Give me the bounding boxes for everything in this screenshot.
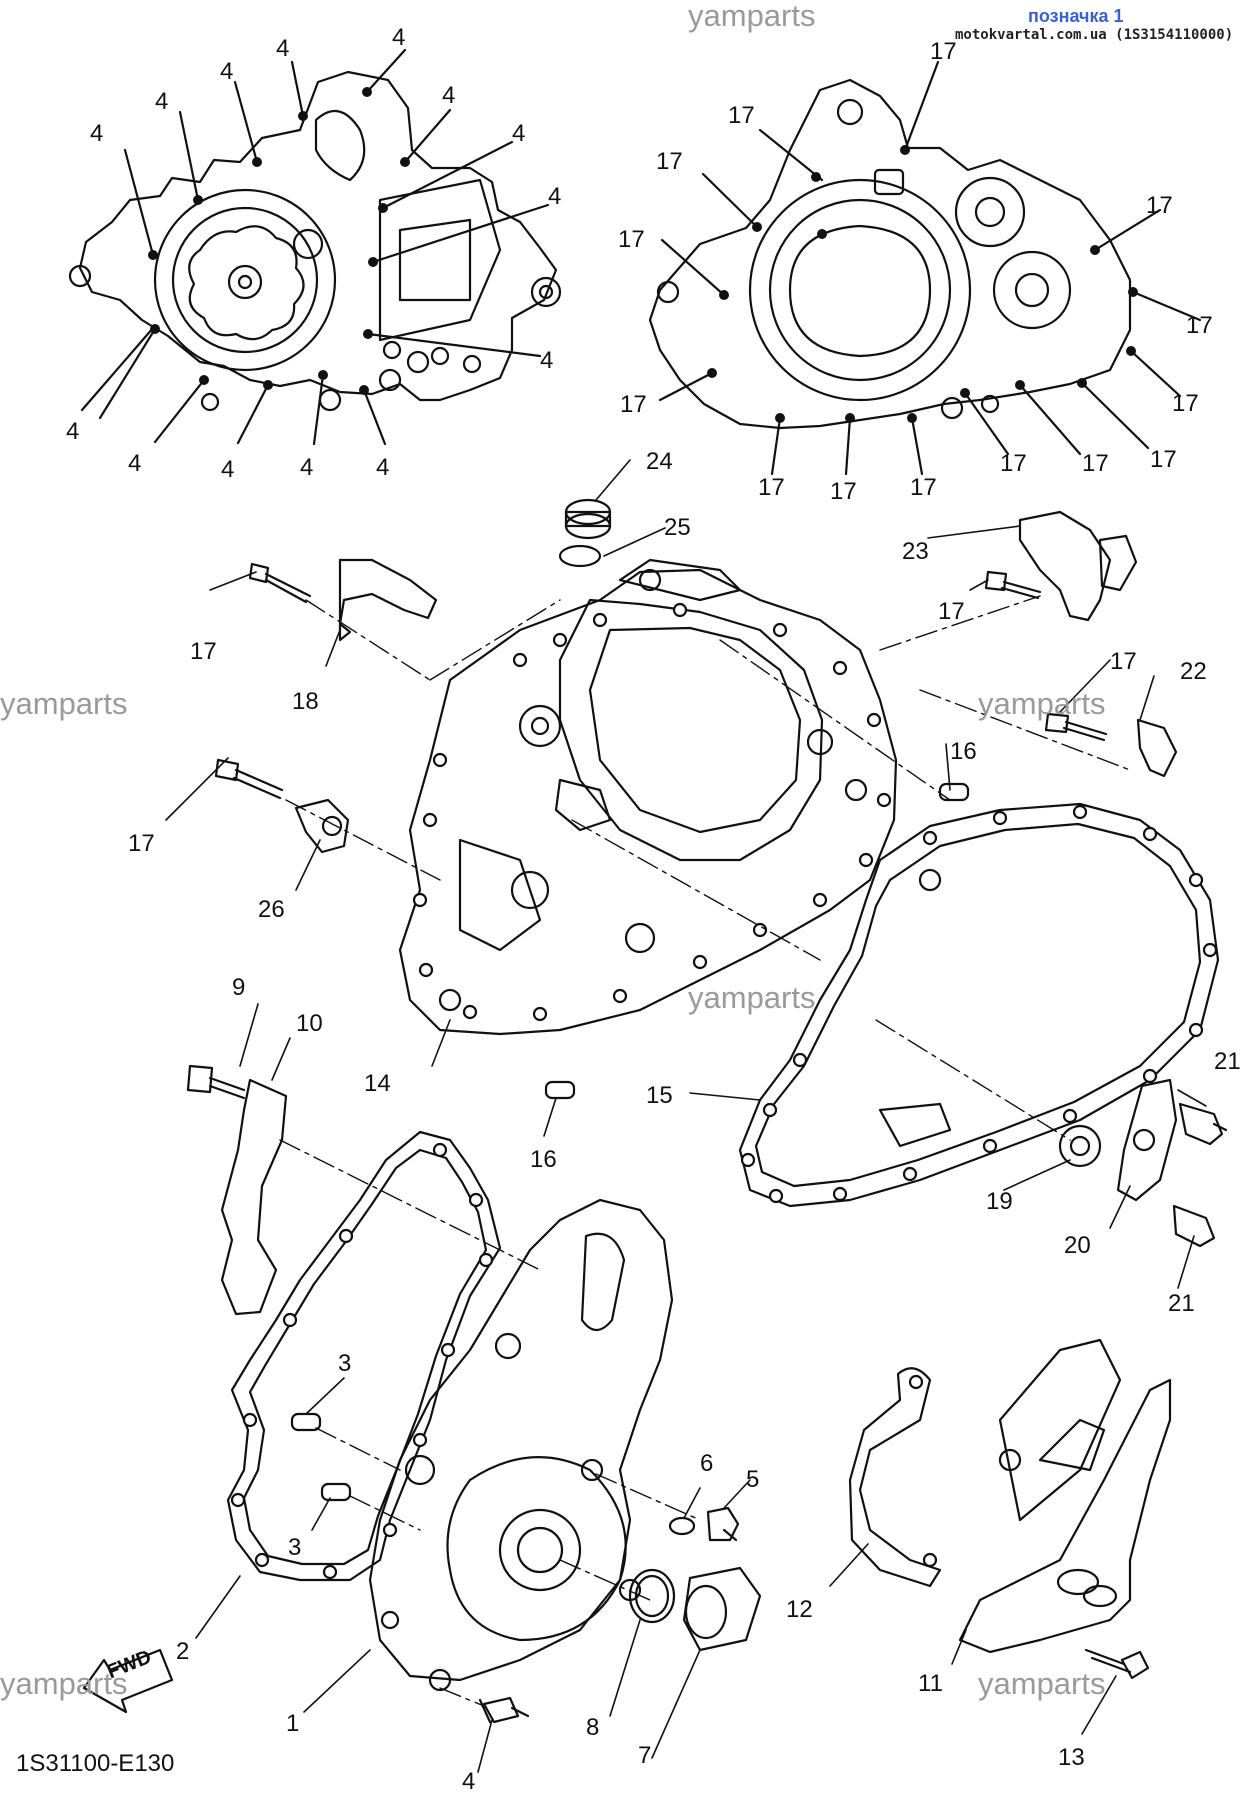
- callout-23: 23: [902, 538, 929, 565]
- header-title: позначка 1: [1028, 6, 1124, 26]
- callout-17: 17: [128, 830, 155, 857]
- clutch-cover-1: [368, 1198, 674, 1692]
- callout-17: 17: [830, 478, 857, 505]
- detail-view-right: [648, 60, 1202, 476]
- callout-16: 16: [950, 738, 977, 765]
- callout-22: 22: [1180, 658, 1207, 685]
- callout-17: 17: [1172, 390, 1199, 417]
- callout-13: 13: [1058, 1744, 1085, 1771]
- callout-11: 11: [918, 1670, 943, 1697]
- callout-7: 7: [638, 1742, 652, 1769]
- gasket-15: [738, 802, 1220, 1208]
- callout-3: 3: [288, 1534, 302, 1561]
- projection-lines: [279, 595, 1131, 1707]
- callout-25: 25: [664, 514, 691, 541]
- callout-4: 4: [300, 454, 314, 481]
- callout-17: 17: [938, 598, 965, 625]
- watermark: yamparts: [688, 980, 816, 1015]
- callout-4: 4: [376, 454, 390, 481]
- callout-17: 17: [1186, 312, 1213, 339]
- callout-4: 4: [548, 183, 562, 210]
- gasket-12: [848, 1367, 942, 1588]
- callout-18: 18: [292, 688, 319, 715]
- callout-6: 6: [700, 1450, 714, 1477]
- gasket-2: [226, 1130, 502, 1582]
- crankcase-cover-14: [398, 558, 898, 1036]
- callout-21: 21: [1214, 1048, 1241, 1075]
- plugs-and-bolt: [478, 1506, 762, 1724]
- callout-17: 17: [1110, 648, 1137, 675]
- callout-15: 15: [646, 1082, 673, 1109]
- callout-1: 1: [286, 1710, 300, 1737]
- callout-17: 17: [620, 391, 647, 418]
- callout-17: 17: [1000, 450, 1027, 477]
- watermark: yamparts: [0, 1666, 128, 1701]
- leader-lines: [165, 459, 1207, 1773]
- callout-17: 17: [910, 474, 937, 501]
- callout-26: 26: [258, 896, 285, 923]
- callout-4: 4: [90, 120, 104, 147]
- callout-5: 5: [746, 1466, 760, 1493]
- bolt-13: [1084, 1648, 1150, 1680]
- callout-4: 4: [220, 58, 234, 85]
- diagram-code: 1S31100-E130: [16, 1750, 175, 1777]
- callout-4: 4: [392, 24, 406, 51]
- callout-17: 17: [618, 226, 645, 253]
- callout-8: 8: [586, 1714, 600, 1741]
- callout-17: 17: [1082, 450, 1109, 477]
- callout-4: 4: [442, 82, 456, 109]
- callout-17: 17: [190, 638, 217, 665]
- callout-4: 4: [155, 88, 169, 115]
- callout-21: 21: [1168, 1290, 1195, 1317]
- watermark: yamparts: [688, 0, 816, 33]
- detail-view-left: [68, 48, 562, 446]
- callout-4: 4: [128, 450, 142, 477]
- watermark: yamparts: [978, 1666, 1106, 1701]
- callout-10: 10: [296, 1010, 323, 1037]
- callout-17: 17: [930, 38, 957, 65]
- sprocket-cover-11: [958, 1338, 1172, 1654]
- callout-4: 4: [276, 35, 290, 62]
- callout-17: 17: [1150, 446, 1177, 473]
- callout-4: 4: [462, 1768, 476, 1795]
- callout-4: 4: [512, 120, 526, 147]
- callout-2: 2: [176, 1638, 190, 1665]
- callout-4: 4: [221, 456, 235, 483]
- callout-14: 14: [364, 1070, 391, 1097]
- callout-3: 3: [338, 1350, 352, 1377]
- callout-20: 20: [1064, 1232, 1091, 1259]
- callout-17: 17: [656, 148, 683, 175]
- callout-17: 17: [758, 474, 785, 501]
- callout-19: 19: [986, 1188, 1013, 1215]
- callout-9: 9: [232, 974, 246, 1001]
- callout-17: 17: [1146, 192, 1173, 219]
- watermark: yamparts: [0, 686, 128, 721]
- callout-4: 4: [66, 418, 80, 445]
- small-parts: [186, 498, 1228, 1502]
- watermark: yamparts: [978, 686, 1106, 721]
- header-site: motokvartal.com.ua (1S3154110000): [955, 27, 1234, 43]
- callout-24: 24: [646, 448, 673, 475]
- callout-4: 4: [540, 347, 554, 374]
- fwd-arrow-icon: [82, 1648, 174, 1714]
- callout-16: 16: [530, 1146, 557, 1173]
- callout-12: 12: [786, 1596, 813, 1623]
- callout-17: 17: [728, 102, 755, 129]
